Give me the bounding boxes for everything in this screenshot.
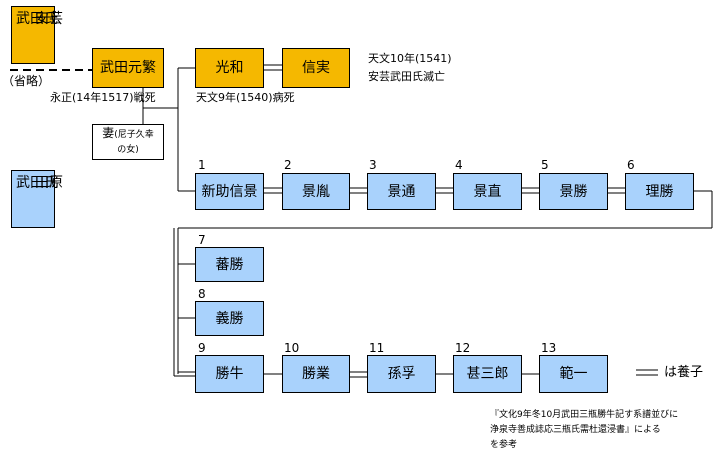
node-katsunari: 勝業 [282, 355, 350, 393]
node-shigekatsu: 蕃勝 [195, 247, 264, 282]
gen-number-2: 2 [284, 158, 292, 172]
node-katsuushi: 勝牛 [195, 355, 264, 393]
gen-number-1: 1 [198, 158, 206, 172]
aki-takeda-label-col2: 安芸 [35, 11, 63, 27]
aki-takeda-legend-box: 武田氏 安芸 [11, 6, 63, 64]
node-norikazu: 範一 [539, 355, 608, 393]
gen-number-7: 7 [198, 233, 206, 247]
source-note-line3: を参考 [490, 440, 518, 450]
aki-takeda-label-col1: 武田氏 [16, 11, 58, 27]
gen-number-9: 9 [198, 341, 206, 355]
gen-number-5: 5 [541, 158, 549, 172]
gen-number-13: 13 [541, 341, 557, 355]
mitsukazu-death-note: 天文9年(1540)病死 [196, 91, 295, 104]
omitted-ancestors-label: （省略） [2, 74, 51, 88]
gen-number-3: 3 [369, 158, 377, 172]
node-spouse: 妻(尼子久幸 の女) [92, 124, 164, 160]
harada-takeda-label-col2: 田原 [35, 175, 63, 191]
gen-number-11: 11 [369, 341, 385, 355]
node-jinzaburo: 甚三郎 [453, 355, 522, 393]
gen-number-6: 6 [627, 158, 635, 172]
gen-number-8: 8 [198, 287, 206, 301]
source-note-line1: 『文化9年冬10月武田三瓶勝牛記す系譜並びに [490, 410, 679, 420]
motoshige-death-note: 永正(14年1517)戦死 [50, 91, 156, 104]
spouse-note-b: の女) [117, 145, 139, 155]
spouse-line1: 妻(尼子久幸 [102, 126, 154, 143]
harada-takeda-legend-box: 武田氏 田原 [11, 170, 63, 228]
adoption-legend-label: は養子 [664, 365, 704, 380]
node-kagekatsu: 景勝 [539, 173, 608, 210]
node-mitsukazu: 光和 [195, 48, 264, 88]
gen-number-10: 10 [284, 341, 300, 355]
node-magoyoshi: 孫孚 [367, 355, 436, 393]
fall-text-note: 安芸武田氏滅亡 [368, 70, 445, 83]
gen-number-12: 12 [455, 341, 471, 355]
spouse-main: 妻 [102, 126, 115, 140]
node-motoshige: 武田元繁 [92, 48, 164, 88]
node-kagenao: 景直 [453, 173, 522, 210]
node-kagetaka: 景胤 [282, 173, 350, 210]
node-nobukage: 新助信景 [195, 173, 264, 210]
gen-number-4: 4 [455, 158, 463, 172]
node-masakatsu: 理勝 [625, 173, 694, 210]
source-note-line2: 浄泉寺善成誌応三瓶氏需杜還浸書』による [490, 425, 661, 435]
node-kagemichi: 景通 [367, 173, 436, 210]
spouse-note-a: (尼子久幸 [114, 130, 154, 140]
node-yoshikatsu: 義勝 [195, 301, 264, 336]
harada-takeda-label-col1: 武田氏 [16, 175, 58, 191]
fall-year-note: 天文10年(1541) [368, 52, 452, 65]
node-nobuzane: 信実 [282, 48, 350, 88]
